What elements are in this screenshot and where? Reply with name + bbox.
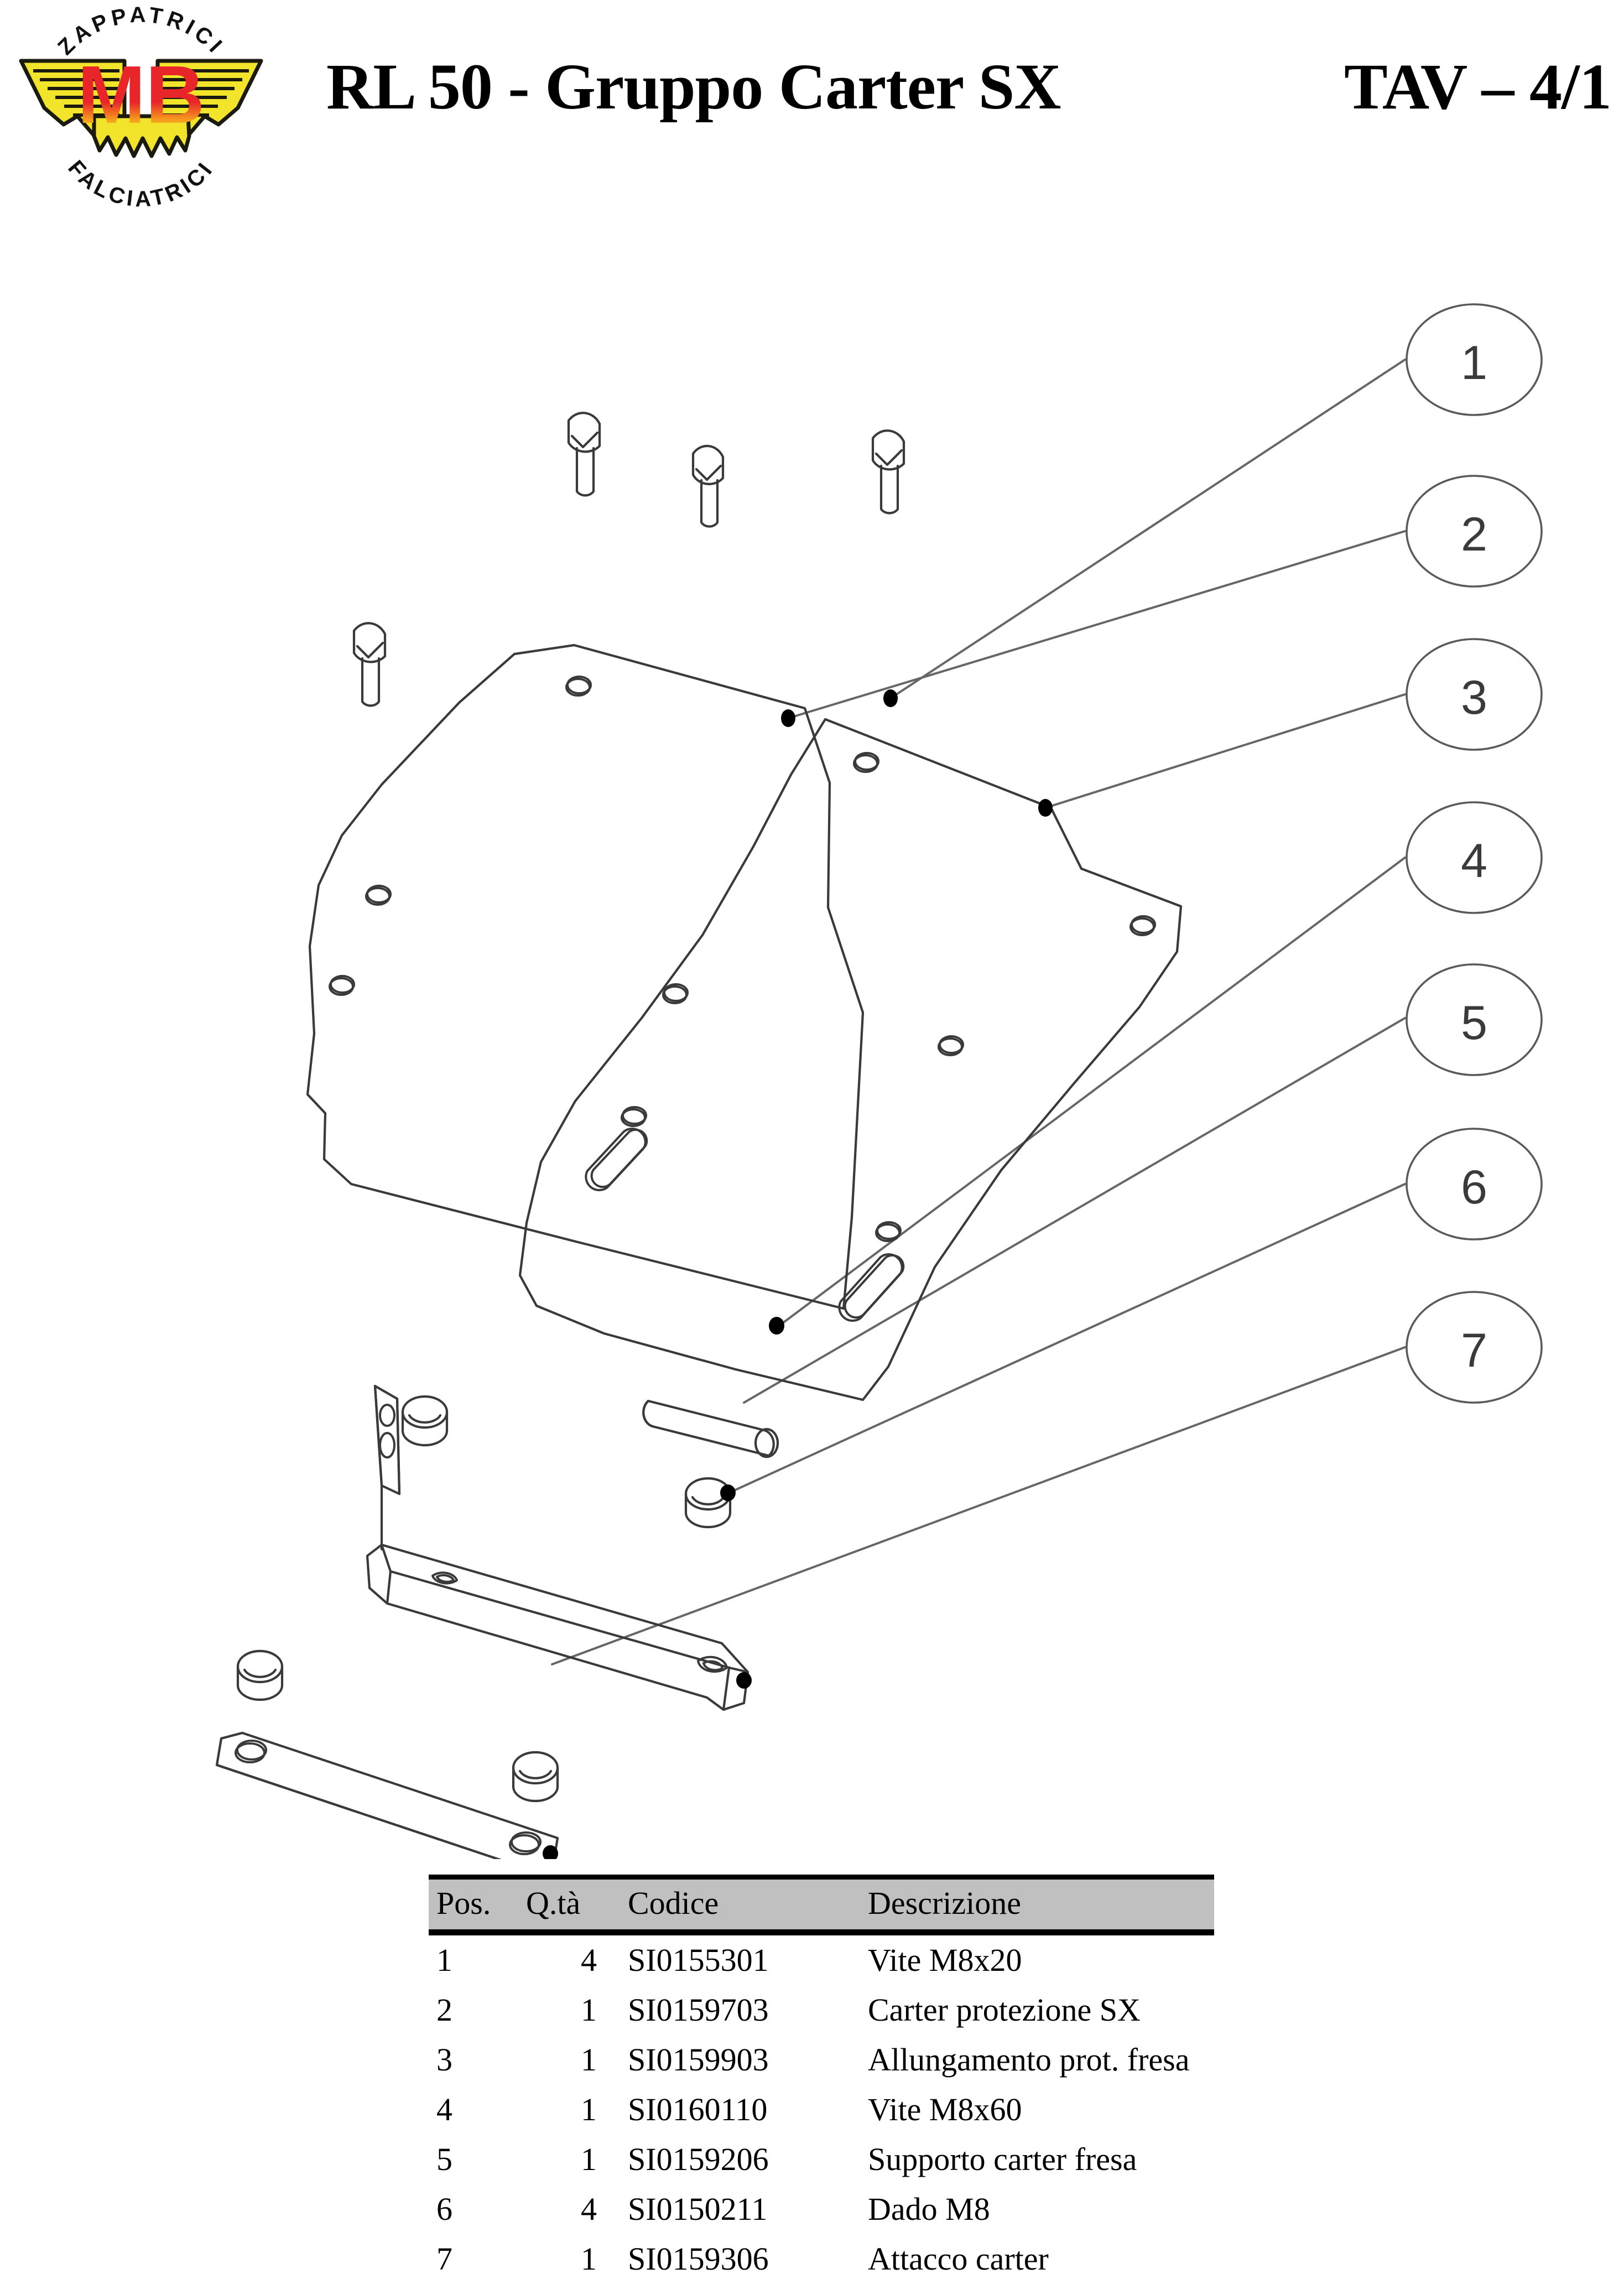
column-header-codice: Codice <box>619 1875 860 1935</box>
cell-codice: SI0150211 <box>628 2191 768 2227</box>
vite-m8x20-bolt <box>567 412 601 497</box>
plate-holes <box>621 752 1156 1242</box>
leader-endpoint-dots <box>543 689 1053 1859</box>
callout-number: 2 <box>1461 508 1487 561</box>
cell-qta: 1 <box>581 2141 597 2177</box>
dado-m8-nut <box>236 1649 284 1701</box>
cell-pos: 4 <box>436 2091 452 2127</box>
cell-pos: 1 <box>436 1942 452 1978</box>
leader-lines <box>551 359 1406 1665</box>
cell-pos: 6 <box>436 2191 452 2227</box>
logo-wings-icon <box>19 59 263 158</box>
callout-balloon-6[interactable]: 6 <box>1406 1128 1543 1240</box>
cell-codice: SI0159206 <box>628 2141 769 2177</box>
callout-number: 3 <box>1461 671 1487 724</box>
cell-pos: 7 <box>436 2241 452 2277</box>
callout-balloon-5[interactable]: 5 <box>1406 963 1543 1076</box>
callout-number: 4 <box>1461 834 1487 887</box>
table-row: 3 1 SI0159903 Allungamento prot. fresa <box>429 2035 1214 2085</box>
cell-descrizione: Dado M8 <box>868 2191 990 2227</box>
cell-qta: 1 <box>581 2091 597 2127</box>
vite-m8x20-bolt <box>352 622 387 707</box>
table-row: 2 1 SI0159703 Carter protezione SX <box>429 1985 1214 2035</box>
callout-balloon-2[interactable]: 2 <box>1406 475 1543 588</box>
supporto-carter-fresa-bracket <box>366 1384 749 1711</box>
callout-balloon-4[interactable]: 4 <box>1406 801 1543 914</box>
vite-m8x20-bolt <box>871 429 905 515</box>
vite-m8x60-bolt <box>642 1399 779 1458</box>
cell-descrizione: Carter protezione SX <box>868 1992 1141 2028</box>
cell-codice: SI0159903 <box>628 2042 769 2078</box>
column-header-pos: Pos. <box>429 1875 519 1935</box>
vite-m8x20-bolt <box>691 444 725 528</box>
cell-qta: 1 <box>581 2241 597 2277</box>
mb-brand-logo: ZAPPATRICI FALCIATRICI <box>11 6 271 210</box>
callout-balloon-7[interactable]: 7 <box>1406 1291 1543 1404</box>
callout-balloon-1[interactable]: 1 <box>1406 303 1543 416</box>
callout-balloon-3[interactable]: 3 <box>1406 638 1543 751</box>
page-header: ZAPPATRICI FALCIATRICI <box>0 0 1624 221</box>
cell-descrizione: Attacco carter <box>868 2241 1049 2277</box>
cell-qta: 4 <box>581 2191 597 2227</box>
cell-descrizione: Supporto carter fresa <box>868 2141 1137 2177</box>
cell-qta: 1 <box>581 2042 597 2078</box>
exploded-parts-drawing: 1 2 3 4 5 6 7 <box>0 221 1624 1859</box>
column-header-qta: Q.tà <box>519 1875 619 1935</box>
attacco-carter-bar <box>215 1731 559 1859</box>
table-row: 6 4 SI0150211 Dado M8 <box>429 2184 1214 2234</box>
vite-m8x20-bolts <box>352 412 905 707</box>
allungamento-prot-fresa-plate <box>518 718 1183 1401</box>
callout-balloons: 1 2 3 4 5 6 7 <box>1406 303 1543 1404</box>
callout-number: 1 <box>1461 336 1487 390</box>
cell-descrizione: Vite M8x60 <box>868 2091 1022 2127</box>
dado-m8-nut <box>684 1477 732 1529</box>
logo-mb-letters: MB <box>77 49 205 141</box>
page-title: RL 50 - Gruppo Carter SX <box>326 50 1061 123</box>
dado-m8-nut <box>401 1395 449 1447</box>
cell-descrizione: Vite M8x20 <box>868 1942 1022 1978</box>
cell-pos: 5 <box>436 2141 452 2177</box>
callout-number: 6 <box>1461 1161 1487 1214</box>
cell-qta: 1 <box>581 1992 597 2028</box>
plate-slots <box>585 1128 905 1322</box>
parts-list-table: Pos. Q.tà Codice Descrizione 1 4 SI01553… <box>429 1875 1214 2284</box>
logo-arc-bottom-text: FALCIATRICI <box>63 156 218 210</box>
cell-codice: SI0159703 <box>628 1992 769 2028</box>
cell-codice: SI0159306 <box>628 2241 769 2277</box>
table-row: 5 1 SI0159206 Supporto carter fresa <box>429 2135 1214 2184</box>
cell-descrizione: Allungamento prot. fresa <box>868 2042 1190 2078</box>
table-row: 4 1 SI0160110 Vite M8x60 <box>429 2085 1214 2135</box>
column-header-descrizione: Descrizione <box>860 1875 1214 1935</box>
dado-m8-nut <box>512 1751 559 1803</box>
callout-number: 7 <box>1461 1324 1487 1377</box>
callout-number: 5 <box>1461 996 1487 1050</box>
cell-codice: SI0155301 <box>628 1942 769 1978</box>
cell-codice: SI0160110 <box>628 2091 768 2127</box>
cell-pos: 2 <box>436 1992 452 2028</box>
table-header-row: Pos. Q.tà Codice Descrizione <box>429 1875 1214 1935</box>
plate-holes <box>329 676 592 996</box>
table-number-label: TAV – 4/1 <box>1344 50 1612 123</box>
table-row: 1 4 SI0155301 Vite M8x20 <box>429 1933 1214 1986</box>
cell-pos: 3 <box>436 2042 452 2078</box>
carter-protezione-sx-plate <box>306 643 865 1310</box>
svg-text:MB: MB <box>77 49 205 141</box>
cell-qta: 4 <box>581 1942 597 1978</box>
table-row: 7 1 SI0159306 Attacco carter <box>429 2234 1214 2284</box>
